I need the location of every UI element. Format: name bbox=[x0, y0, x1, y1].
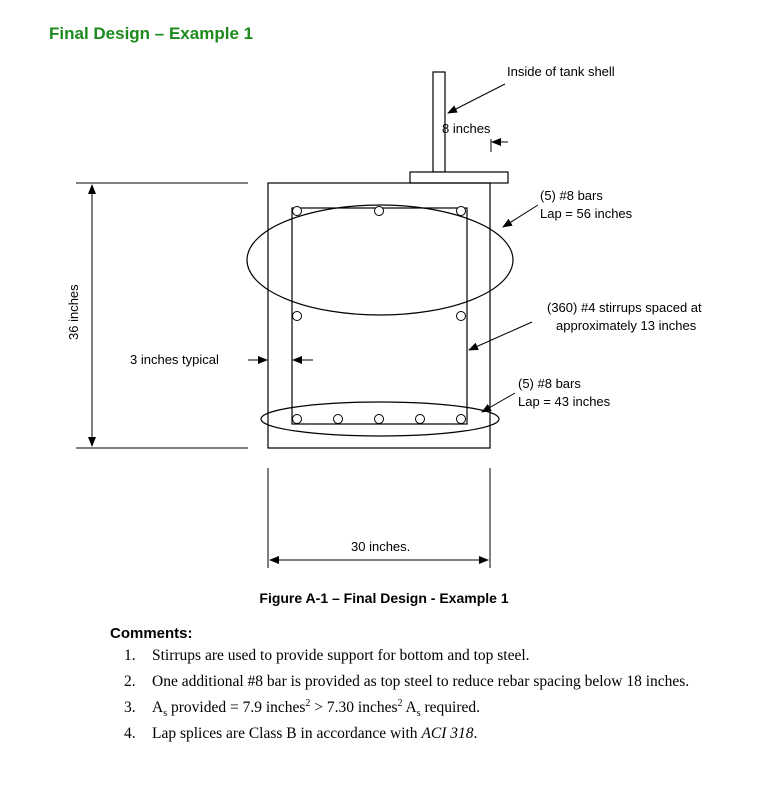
rebar bbox=[292, 311, 302, 321]
aci-reference: ACI 318 bbox=[421, 725, 474, 742]
rebar bbox=[374, 206, 384, 216]
bottom-bars-ellipse bbox=[260, 401, 500, 437]
rebar bbox=[292, 206, 302, 216]
list-text: Stirrups are used to provide support for… bbox=[152, 647, 530, 664]
rebar bbox=[456, 414, 466, 424]
list-text: As provided = 7.9 inches2 > 7.30 inches2… bbox=[152, 697, 481, 720]
list-number: 2. bbox=[124, 673, 136, 690]
bottom-bars-label-1: (5) #8 bars bbox=[518, 376, 581, 391]
bottom-bars-label-2: Lap = 43 inches bbox=[518, 394, 611, 409]
cover-label: 3 inches typical bbox=[130, 352, 219, 367]
rebar bbox=[415, 414, 425, 424]
rebar bbox=[456, 206, 466, 216]
shell-label: Inside of tank shell bbox=[507, 64, 615, 79]
stirrups-leader bbox=[468, 321, 533, 351]
bottom-bars-leader bbox=[481, 392, 516, 413]
list-number: 1. bbox=[124, 647, 136, 664]
list-number: 3. bbox=[124, 699, 136, 716]
list-number: 4. bbox=[124, 725, 136, 742]
figure-caption: Figure A-1 – Final Design - Example 1 bbox=[259, 590, 509, 606]
shell-width-label: 8 inches bbox=[442, 121, 491, 136]
list-item: 4. Lap splices are Class B in accordance… bbox=[112, 725, 722, 743]
rebar bbox=[292, 414, 302, 424]
stirrup bbox=[291, 207, 468, 425]
comments-heading: Comments: bbox=[110, 625, 193, 642]
top-bars-label-2: Lap = 56 inches bbox=[540, 206, 633, 221]
rebar bbox=[374, 414, 384, 424]
height-label: 36 inches bbox=[66, 284, 81, 340]
list-item: 2. One additional #8 bar is provided as … bbox=[112, 673, 722, 691]
top-bars-leader bbox=[502, 204, 539, 228]
list-text: One additional #8 bar is provided as top… bbox=[152, 673, 690, 690]
shell-leader bbox=[447, 83, 506, 114]
list-item: 3. As provided = 7.9 inches2 > 7.30 inch… bbox=[112, 697, 722, 720]
list-item: 1. Stirrups are used to provide support … bbox=[112, 647, 722, 665]
tank-shell-base bbox=[409, 171, 509, 184]
top-bars-label-1: (5) #8 bars bbox=[540, 188, 603, 203]
concrete-section bbox=[267, 182, 491, 449]
width-label: 30 inches. bbox=[351, 539, 410, 554]
rebar bbox=[456, 311, 466, 321]
beam-section-figure: Inside of tank shell 8 inches (5) #8 bar… bbox=[66, 64, 702, 568]
top-bars-ellipse bbox=[246, 204, 514, 316]
comments-list: 1. Stirrups are used to provide support … bbox=[112, 647, 722, 751]
rebar bbox=[333, 414, 343, 424]
list-text: Lap splices are Class B in accordance wi… bbox=[152, 725, 478, 742]
page-title: Final Design – Example 1 bbox=[49, 24, 254, 43]
stirrups-label-1: (360) #4 stirrups spaced at bbox=[547, 300, 702, 315]
stirrups-label-2: approximately 13 inches bbox=[556, 318, 697, 333]
